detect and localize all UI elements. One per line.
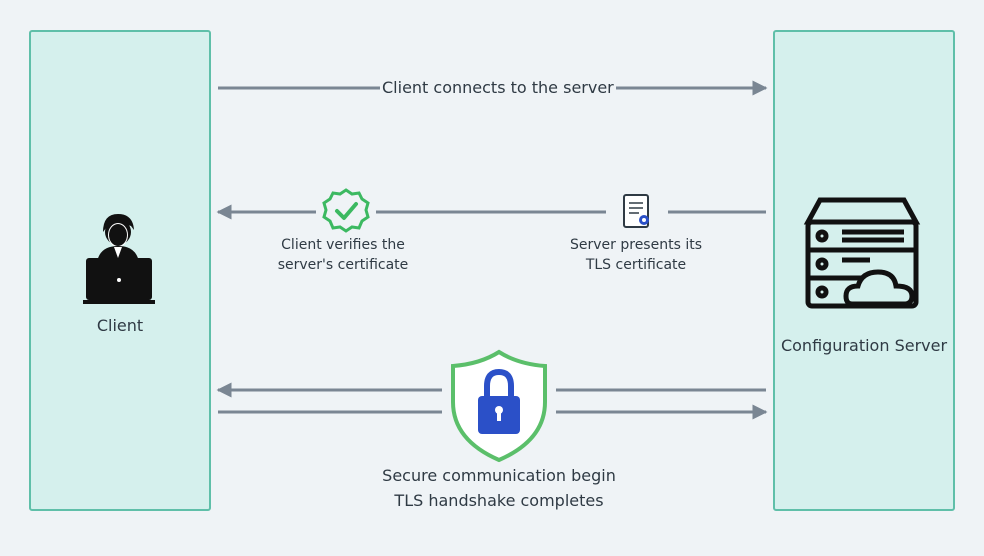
connect-step-label: Client connects to the server xyxy=(380,78,616,97)
server-cloud-icon xyxy=(803,197,921,309)
secure-line-2: TLS handshake completes xyxy=(394,491,604,510)
verified-check-icon xyxy=(322,188,370,233)
shield-lock-icon xyxy=(451,349,547,463)
configuration-server-label: Configuration Server xyxy=(780,336,948,355)
verify-step-label: Client verifies the server's certificate xyxy=(277,237,409,273)
client-label: Client xyxy=(96,316,144,335)
secure-step-label: Secure communication begin TLS handshake… xyxy=(354,463,644,513)
present-step-label: Server presents its TLS certificate xyxy=(570,237,702,273)
user-laptop-icon xyxy=(83,214,155,304)
certificate-icon xyxy=(623,194,649,228)
server-panel xyxy=(773,30,955,511)
secure-line-1: Secure communication begin xyxy=(382,466,616,485)
